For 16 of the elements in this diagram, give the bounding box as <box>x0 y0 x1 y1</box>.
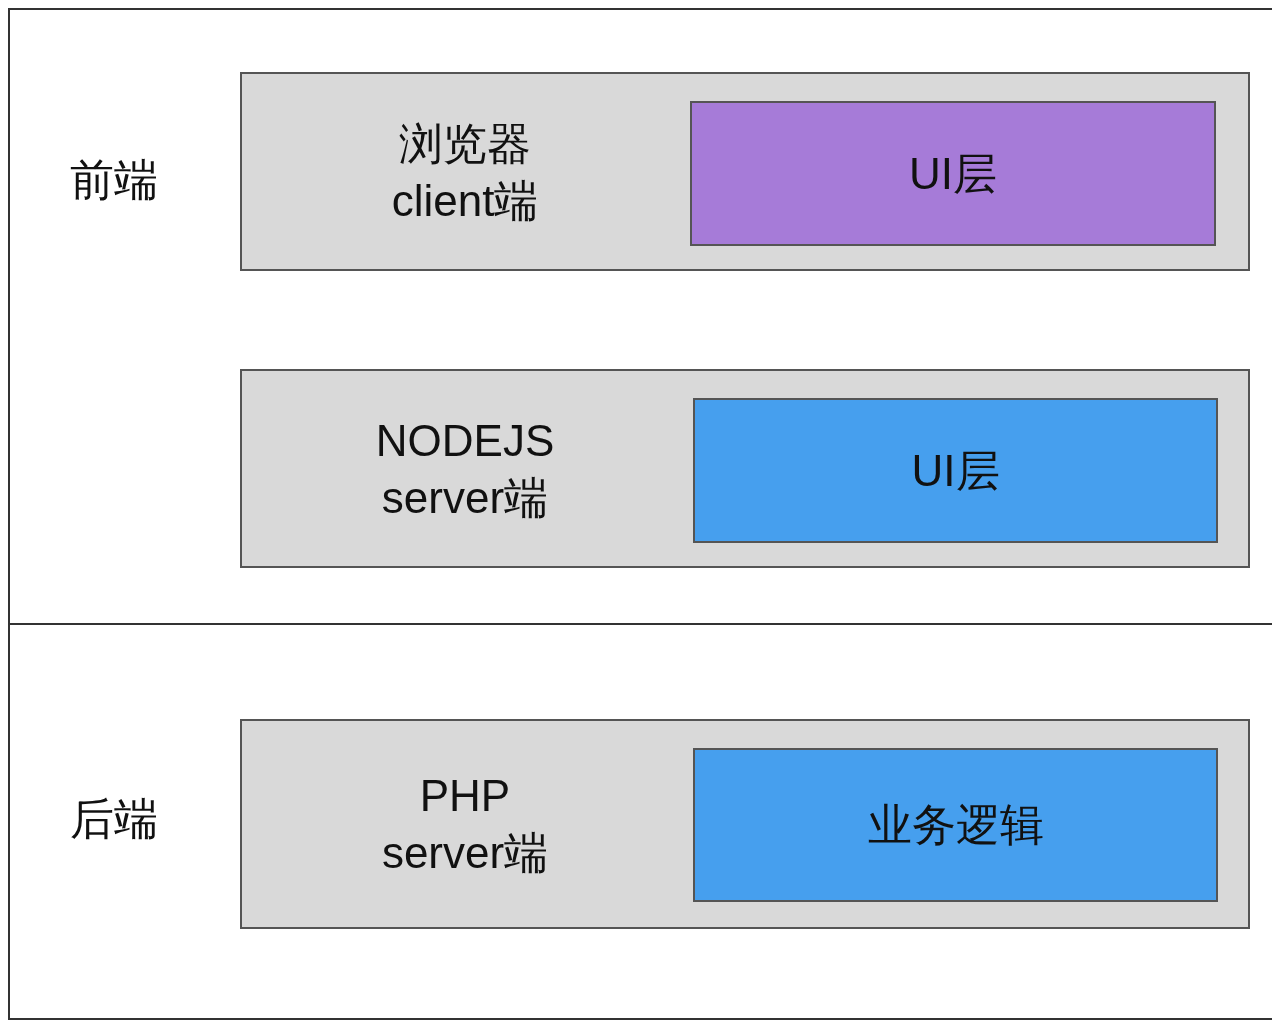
module-label: 业务逻辑 <box>866 798 1045 851</box>
module-box <box>693 748 1218 902</box>
module-box <box>690 101 1216 246</box>
layer-box <box>240 369 1250 568</box>
module-box <box>693 398 1218 543</box>
layer-label: 浏览器 client端 <box>391 117 539 227</box>
tier-band <box>8 8 1272 625</box>
tier-band <box>8 623 1272 1020</box>
tier-label: 后端 <box>70 793 158 845</box>
module-label: UI层 <box>910 444 1001 497</box>
layer-box <box>240 72 1250 271</box>
layer-box <box>240 719 1250 929</box>
layer-label: PHP server端 <box>381 769 549 879</box>
tier-label: 前端 <box>70 154 158 206</box>
module-label: UI层 <box>908 147 998 200</box>
layer-label: NODEJS server端 <box>375 414 555 524</box>
